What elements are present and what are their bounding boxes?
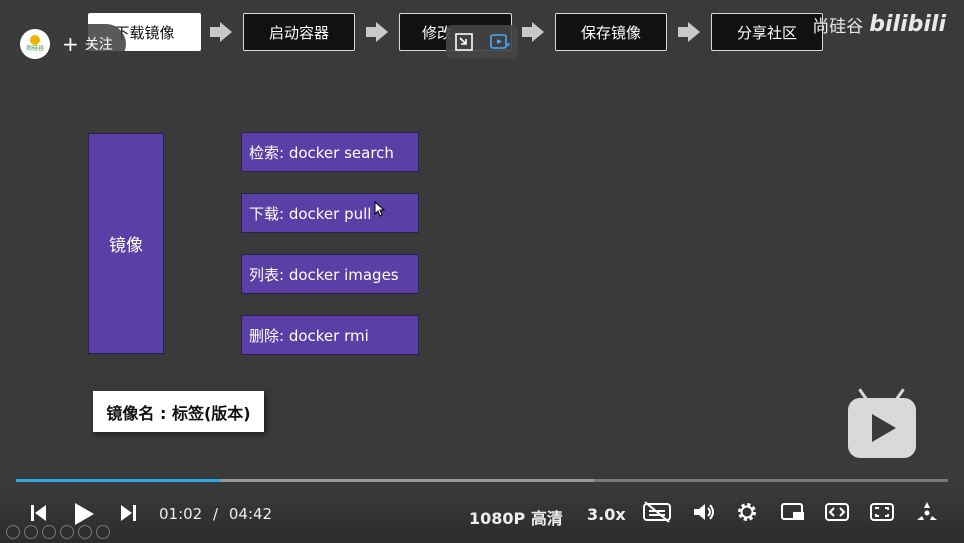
progress-fill: [16, 479, 222, 482]
play-icon[interactable]: [71, 500, 97, 528]
bilibili-logo: bilibili: [869, 12, 946, 37]
command-label: 列表: docker images: [249, 265, 399, 284]
next-icon[interactable]: [118, 500, 138, 526]
mini-toolbar: [6, 525, 110, 539]
step-label: 分享社区: [736, 23, 797, 42]
picture-in-picture-icon[interactable]: [780, 500, 806, 524]
step-label: 下载镜像: [114, 23, 175, 42]
volume-icon[interactable]: [691, 500, 717, 524]
previous-icon[interactable]: [29, 500, 49, 526]
widescreen-icon[interactable]: [824, 500, 850, 524]
image-tag-note: 镜像名 : 标签(版本): [93, 391, 264, 432]
mini-back-icon[interactable]: [6, 525, 20, 539]
follow-label: 关注: [84, 37, 113, 53]
ai-video-icon[interactable]: [489, 32, 511, 52]
command-rmi: 删除: docker rmi: [241, 315, 419, 355]
mini-zoom-icon[interactable]: [78, 525, 92, 539]
command-search: 检索: docker search: [241, 132, 419, 172]
quality-label: 1080P 高清: [469, 509, 563, 528]
overlay-controls: [446, 25, 518, 59]
command-label: 检索: docker search: [249, 143, 394, 162]
image-box-label: 镜像: [109, 236, 143, 256]
command-images: 列表: docker images: [241, 254, 419, 294]
speed-button[interactable]: 3.0x: [587, 505, 626, 524]
follow-button[interactable]: + 关注: [62, 34, 113, 54]
plus-icon: +: [62, 32, 79, 56]
quality-button[interactable]: 1080P 高清: [469, 505, 563, 529]
time-display: 01:02 / 04:42: [159, 505, 272, 523]
step-start-container: 启动容器: [243, 13, 355, 51]
image-box: 镜像: [88, 133, 164, 354]
step-save-image: 保存镜像: [555, 13, 667, 51]
pip-exit-icon[interactable]: [454, 32, 474, 52]
current-time: 01:02: [159, 505, 203, 523]
mini-copy-icon[interactable]: [60, 525, 74, 539]
web-fullscreen-icon[interactable]: [869, 500, 895, 524]
image-tag-label: 镜像名 : 标签(版本): [106, 403, 251, 423]
fullscreen-icon[interactable]: [914, 500, 940, 526]
step-share-community: 分享社区: [711, 13, 823, 51]
speed-label: 3.0x: [587, 505, 626, 524]
command-label: 删除: docker rmi: [249, 326, 369, 345]
watermark-text: 尚硅谷: [812, 17, 864, 37]
settings-gear-icon[interactable]: [735, 500, 759, 524]
bilibili-tv-icon: [848, 388, 916, 458]
step-label: 保存镜像: [580, 23, 641, 42]
mini-edit-icon[interactable]: [42, 525, 56, 539]
uploader-chip[interactable]: 尚硅谷 + 关注: [14, 24, 126, 64]
mini-forward-icon[interactable]: [24, 525, 38, 539]
subtitle-off-icon[interactable]: [641, 500, 673, 524]
command-pull: 下载: docker pull: [241, 193, 419, 233]
avatar-text: 尚硅谷: [25, 45, 44, 52]
mouse-cursor-icon: [374, 201, 386, 217]
watermark: 尚硅谷 bilibili: [812, 12, 946, 37]
step-label: 启动容器: [268, 23, 329, 42]
duration: 04:42: [228, 505, 273, 523]
command-label: 下载: docker pull: [249, 204, 372, 223]
time-separator: /: [213, 505, 219, 523]
avatar[interactable]: 尚硅谷: [20, 29, 50, 59]
mini-more-icon[interactable]: [96, 525, 110, 539]
logo-icon: [30, 35, 40, 45]
progress-buffer: [16, 479, 594, 482]
step-label: 修改: [422, 23, 453, 42]
